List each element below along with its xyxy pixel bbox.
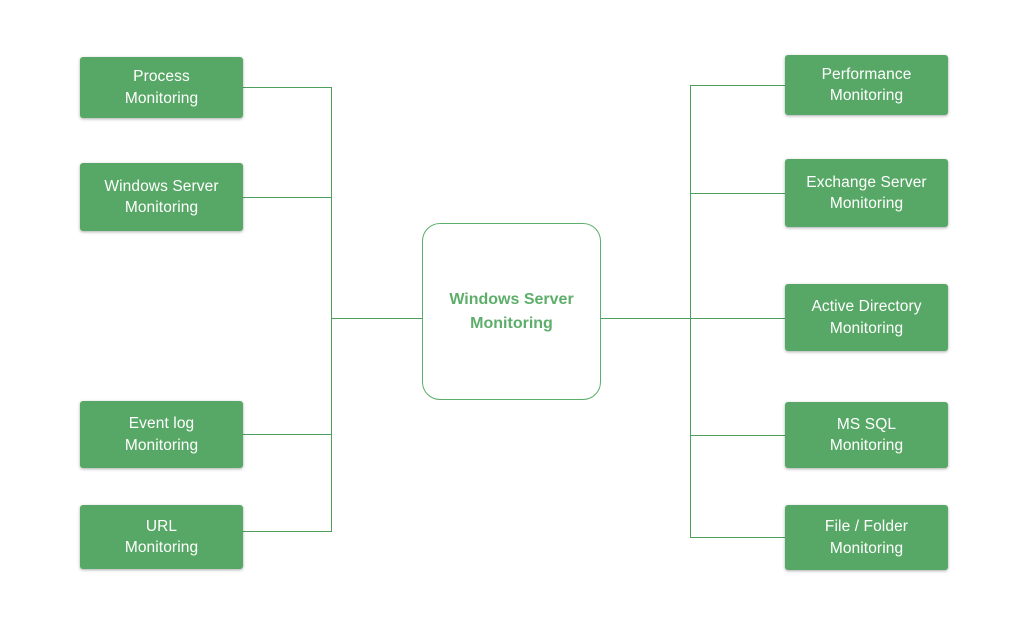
connector-url-monitoring: [243, 531, 332, 532]
node-label-performance-monitoring: Performance Monitoring: [821, 65, 912, 104]
node-windows-server-monitoring[interactable]: Windows Server Monitoring: [80, 163, 243, 231]
node-url-monitoring[interactable]: URL Monitoring: [80, 505, 243, 569]
node-exchange-server-monitoring[interactable]: Exchange Server Monitoring: [785, 159, 948, 227]
node-performance-monitoring[interactable]: Performance Monitoring: [785, 55, 948, 115]
connector-exchange-server-monitoring: [690, 193, 785, 194]
node-label-ms-sql-monitoring: MS SQL Monitoring: [829, 415, 904, 454]
node-label-windows-server-monitoring: Windows Server Monitoring: [104, 177, 219, 216]
left-trunk-to-hub-line: [331, 318, 423, 319]
connector-performance-monitoring: [690, 85, 785, 86]
node-label-process-monitoring: Process Monitoring: [124, 68, 199, 107]
connector-active-directory-monitoring: [690, 318, 785, 319]
node-label-event-log-monitoring: Event log Monitoring: [124, 415, 199, 454]
node-active-directory-monitoring[interactable]: Active Directory Monitoring: [785, 284, 948, 351]
node-label-file-folder-monitoring: File / Folder Monitoring: [824, 518, 909, 557]
connector-ms-sql-monitoring: [690, 435, 785, 436]
connector-process-monitoring: [243, 87, 332, 88]
connector-event-log-monitoring: [243, 434, 332, 435]
right-trunk-line: [690, 85, 691, 537]
left-trunk-line: [331, 87, 332, 531]
node-ms-sql-monitoring[interactable]: MS SQL Monitoring: [785, 402, 948, 468]
node-process-monitoring[interactable]: Process Monitoring: [80, 57, 243, 118]
node-file-folder-monitoring[interactable]: File / Folder Monitoring: [785, 505, 948, 570]
connector-file-folder-monitoring: [690, 537, 785, 538]
node-event-log-monitoring[interactable]: Event log Monitoring: [80, 401, 243, 468]
hub-windows-server-monitoring[interactable]: Windows Server Monitoring: [422, 223, 601, 400]
node-label-active-directory-monitoring: Active Directory Monitoring: [811, 298, 922, 337]
hub-to-right-trunk-line: [601, 318, 691, 319]
hub-label: Windows Server Monitoring: [449, 291, 574, 332]
node-label-exchange-server-monitoring: Exchange Server Monitoring: [806, 173, 927, 212]
connector-windows-server-monitoring: [243, 197, 332, 198]
node-label-url-monitoring: URL Monitoring: [124, 517, 199, 556]
